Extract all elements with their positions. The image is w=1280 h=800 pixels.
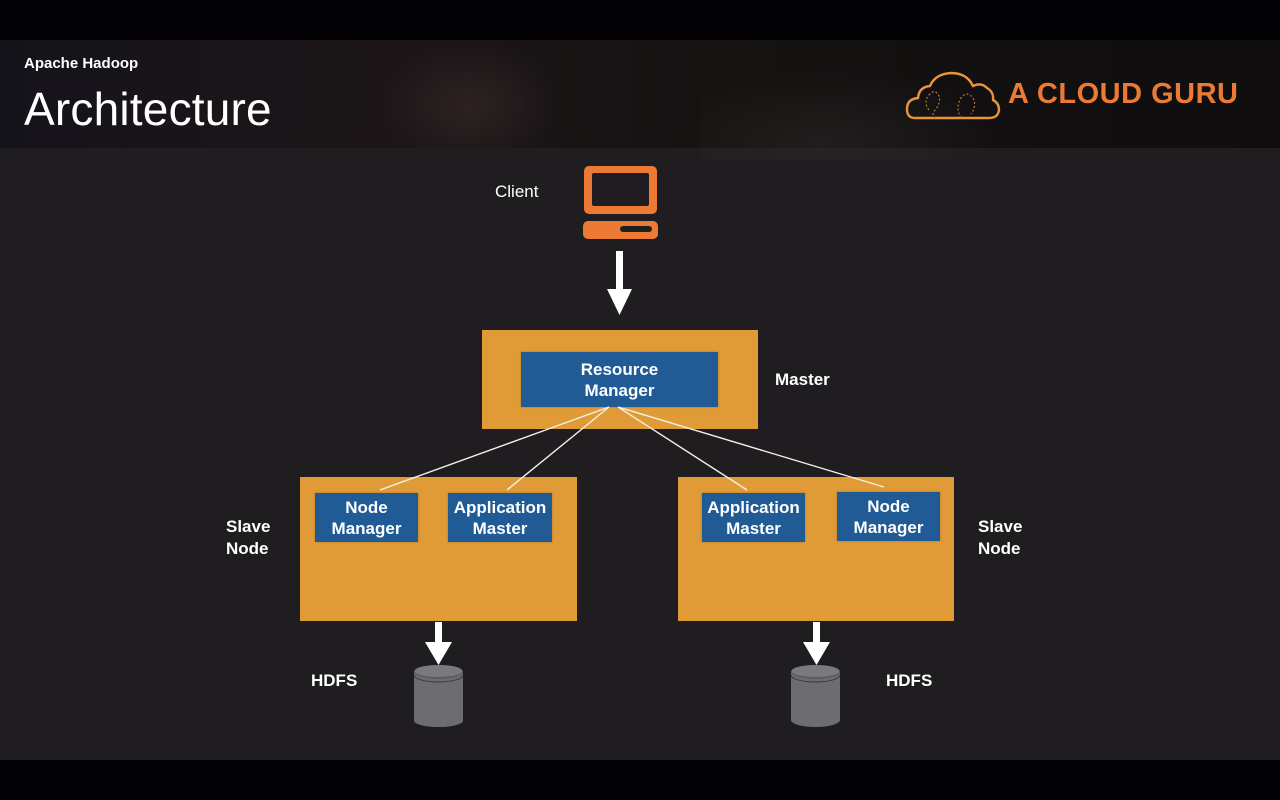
connector-rm-to-left-application-master xyxy=(506,406,610,491)
header-background-photo-2 xyxy=(700,70,1000,160)
resource-manager-line-2: Manager xyxy=(584,380,655,400)
slave-node-right-label: Slave Node xyxy=(978,516,1022,560)
resource-manager-box: Resource Manager xyxy=(521,352,718,407)
slave-left-label-line-1: Slave xyxy=(226,517,271,536)
right-application-master-line-2: Master xyxy=(726,518,781,538)
hdfs-left-database-icon xyxy=(413,665,464,727)
left-application-master-line-2: Master xyxy=(472,518,528,538)
right-node-manager-line-2: Manager xyxy=(853,517,924,537)
connector-rm-to-left-node-manager xyxy=(379,406,610,491)
slide: Apache Hadoop Architecture A CLOUD GURU … xyxy=(0,40,1280,760)
computer-icon xyxy=(583,166,658,239)
brand-name: A CLOUD GURU xyxy=(1008,78,1239,110)
slave-node-left-label: Slave Node xyxy=(226,516,270,560)
header-background-photo xyxy=(380,40,560,148)
resource-manager-line-1: Resource xyxy=(580,359,659,379)
slide-title: Architecture xyxy=(24,83,272,135)
client-label: Client xyxy=(495,182,539,201)
slave-right-label-line-2: Node xyxy=(978,539,1021,558)
slave-right-label-line-1: Slave xyxy=(978,517,1023,536)
left-node-manager-line-1: Node xyxy=(345,497,388,517)
connector-rm-to-right-node-manager xyxy=(617,406,885,488)
connector-rm-to-right-application-master xyxy=(617,406,748,491)
slave-right-to-hdfs-arrow xyxy=(803,622,830,665)
client-to-master-arrow xyxy=(607,251,632,315)
slide-header: Apache Hadoop Architecture A CLOUD GURU xyxy=(0,40,1280,160)
right-node-manager-line-1: Node xyxy=(867,496,910,516)
slave-left-label-line-2: Node xyxy=(226,539,269,558)
right-application-master-line-1: Application xyxy=(707,497,800,517)
hdfs-right-database-icon xyxy=(790,665,841,727)
hdfs-left-label: HDFS xyxy=(311,671,358,690)
right-application-master-box: Application Master xyxy=(702,493,805,542)
right-node-manager-box: Node Manager xyxy=(837,492,940,541)
slide-subtitle: Apache Hadoop xyxy=(24,55,139,72)
brand-logo: A CLOUD GURU xyxy=(905,68,1245,122)
left-application-master-box: Application Master xyxy=(448,493,552,542)
left-node-manager-line-2: Manager xyxy=(331,518,402,538)
letterbox-top xyxy=(0,0,1280,40)
left-application-master-line-1: Application xyxy=(453,497,547,517)
letterbox-bottom xyxy=(0,760,1280,800)
cloud-logo-icon xyxy=(905,71,1001,120)
master-label: Master xyxy=(775,370,830,389)
hdfs-right-label: HDFS xyxy=(886,671,933,690)
left-node-manager-box: Node Manager xyxy=(315,493,418,542)
diagram-overlay xyxy=(379,406,885,727)
slave-left-to-hdfs-arrow xyxy=(425,622,452,665)
diagram-connectors xyxy=(583,166,658,315)
